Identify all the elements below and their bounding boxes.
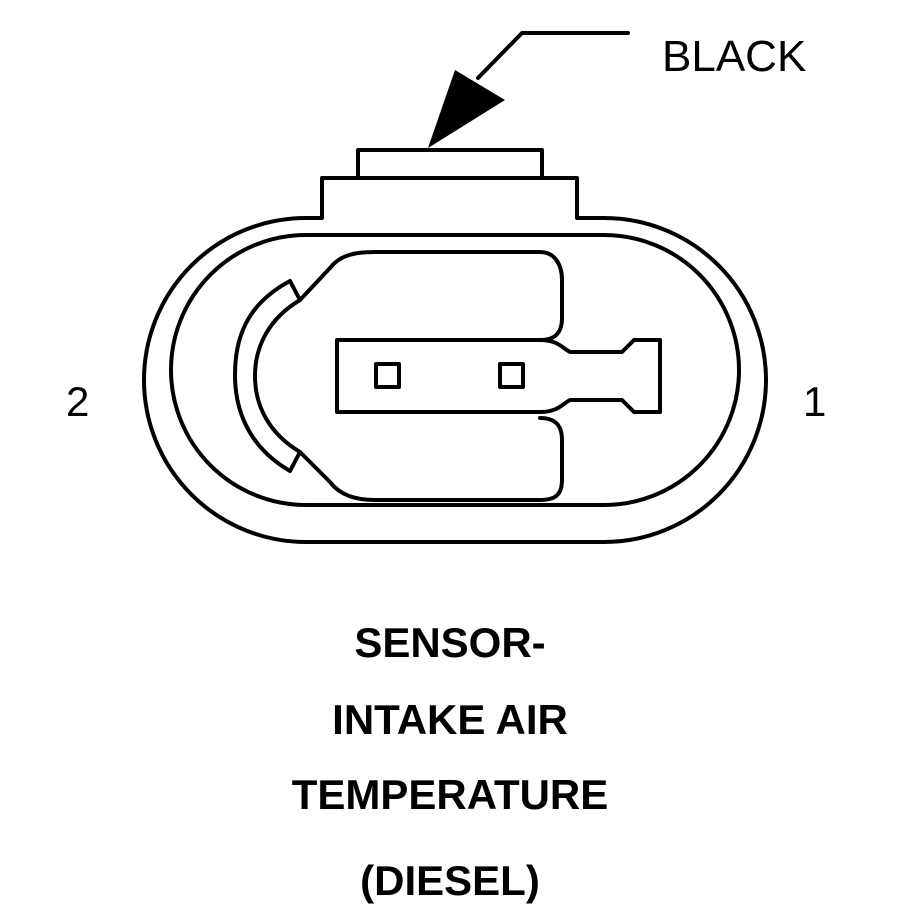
wire-color-label: BLACK	[662, 32, 807, 81]
title-line-4: (DIESEL)	[360, 857, 540, 904]
keying-rib	[233, 250, 564, 502]
title-line-1: SENSOR-	[354, 619, 546, 666]
terminal-window-left	[374, 362, 401, 389]
connector-outer-shell	[142, 176, 768, 544]
terminal-blade	[335, 338, 662, 414]
keying-rib-inner	[253, 298, 302, 454]
title-line-3: TEMPERATURE	[291, 771, 609, 818]
connector-latch	[356, 148, 544, 177]
callout-arrowhead	[428, 70, 505, 148]
connector-inner-shell	[169, 233, 741, 507]
pin-1-label: 1	[803, 378, 827, 425]
leader-line	[476, 31, 630, 80]
pin-2-label: 2	[66, 378, 90, 425]
title-line-2: INTAKE AIR	[332, 696, 568, 743]
terminal-window-right	[498, 362, 525, 389]
